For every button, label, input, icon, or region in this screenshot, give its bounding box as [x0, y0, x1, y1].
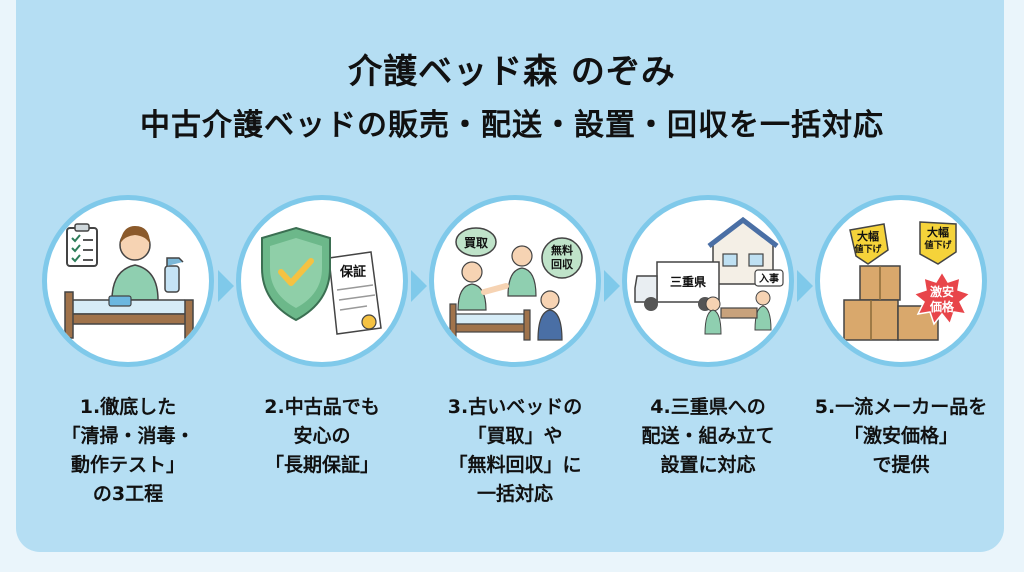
step-description-line: 一括対応	[476, 483, 553, 505]
step-description-line: 5.一流メーカー品を	[814, 396, 988, 418]
tag-2-line-2: 値下げ	[923, 239, 952, 251]
step-1: 1.徹底した 「清掃・消毒・ 動作テスト」 の3工程	[38, 195, 218, 509]
truck-label: 三重県	[670, 274, 706, 289]
step-1-circle	[42, 195, 214, 367]
step-4-description: 4.三重県への 配送・組み立て 設置に対応	[618, 393, 798, 480]
arrow-icon	[411, 270, 427, 302]
step-description-line: 「激安価格」	[843, 425, 958, 447]
free-pickup-bubble-line-1: 無料	[551, 243, 573, 257]
burst-line-2: 価格	[929, 299, 955, 314]
step-description-line: の3工程	[92, 483, 164, 505]
step-5-circle: 大幅 値下げ 大幅 値下げ 激安 価格	[815, 195, 987, 367]
buyback-bubble: 買取	[464, 236, 488, 250]
step-description-line: 「清掃・消毒・	[61, 425, 195, 447]
burst-line-1: 激安	[930, 284, 954, 299]
step-4-circle: 三重県 入事	[622, 195, 794, 367]
step-description-line: 「長期保証」	[264, 454, 379, 476]
tag-2-line-1: 大幅	[927, 225, 949, 239]
page-title: 介護ベッド森 のぞみ	[348, 52, 676, 92]
delivery-truck-icon: 三重県 入事	[634, 216, 784, 335]
arrow-icon	[797, 270, 813, 302]
entry-sign: 入事	[759, 272, 779, 285]
step-description-line: 設置に対応	[660, 454, 756, 476]
step-5-description: 5.一流メーカー品を 「激安価格」 で提供	[811, 393, 991, 480]
step-2-circle: 保証	[236, 195, 408, 367]
tag-1-line-1: 大幅	[857, 229, 879, 243]
step-description-line: 4.三重県への	[650, 396, 766, 418]
step-description-line: で提供	[872, 454, 930, 476]
step-description-line: 安心の	[293, 425, 351, 447]
step-description-line: 「買取」や	[467, 425, 563, 447]
cleaning-bed-icon	[64, 223, 194, 339]
arrow-icon	[218, 270, 234, 302]
step-description-line: 動作テスト」	[70, 454, 185, 476]
arrow-icon	[604, 270, 620, 302]
step-description-line: 配送・組み立て	[641, 425, 775, 447]
shield-certificate-icon: 保証	[261, 226, 382, 335]
step-description-line: 3.古いベッドの	[447, 396, 583, 418]
step-4: 三重県 入事 4.三重県への 配送・組み立て 設置に対応	[618, 195, 798, 480]
step-3-description: 3.古いベッドの 「買取」や 「無料回収」に 一括対応	[425, 393, 605, 509]
discount-boxes-icon: 大幅 値下げ 大幅 値下げ 激安 価格	[843, 221, 972, 341]
step-5: 大幅 値下げ 大幅 値下げ 激安 価格 5.一流メーカー品を 「激安価格」 で提…	[811, 195, 991, 480]
step-description-line: 2.中古品でも	[264, 396, 380, 418]
step-description-line: 1.徹底した	[79, 396, 177, 418]
page-subtitle: 中古介護ベッドの販売・配送・設置・回収を一括対応	[140, 108, 884, 143]
tag-1-line-2: 値下げ	[853, 243, 882, 255]
step-1-description: 1.徹底した 「清掃・消毒・ 動作テスト」 の3工程	[38, 393, 218, 509]
step-2: 保証 2.中古品でも 安心の 「長期保証」	[232, 195, 412, 480]
step-3-circle: 買取 無料 回収	[429, 195, 601, 367]
buyback-handshake-icon: 買取 無料 回収	[449, 227, 583, 341]
step-description-line: 「無料回収」に	[448, 454, 582, 476]
step-3: 買取 無料 回収 3.古いベッドの 「買取」や 「無料回収」に 一括対応	[425, 195, 605, 509]
step-2-description: 2.中古品でも 安心の 「長期保証」	[232, 393, 412, 480]
free-pickup-bubble-line-2: 回収	[551, 257, 574, 271]
certificate-label: 保証	[339, 264, 366, 280]
